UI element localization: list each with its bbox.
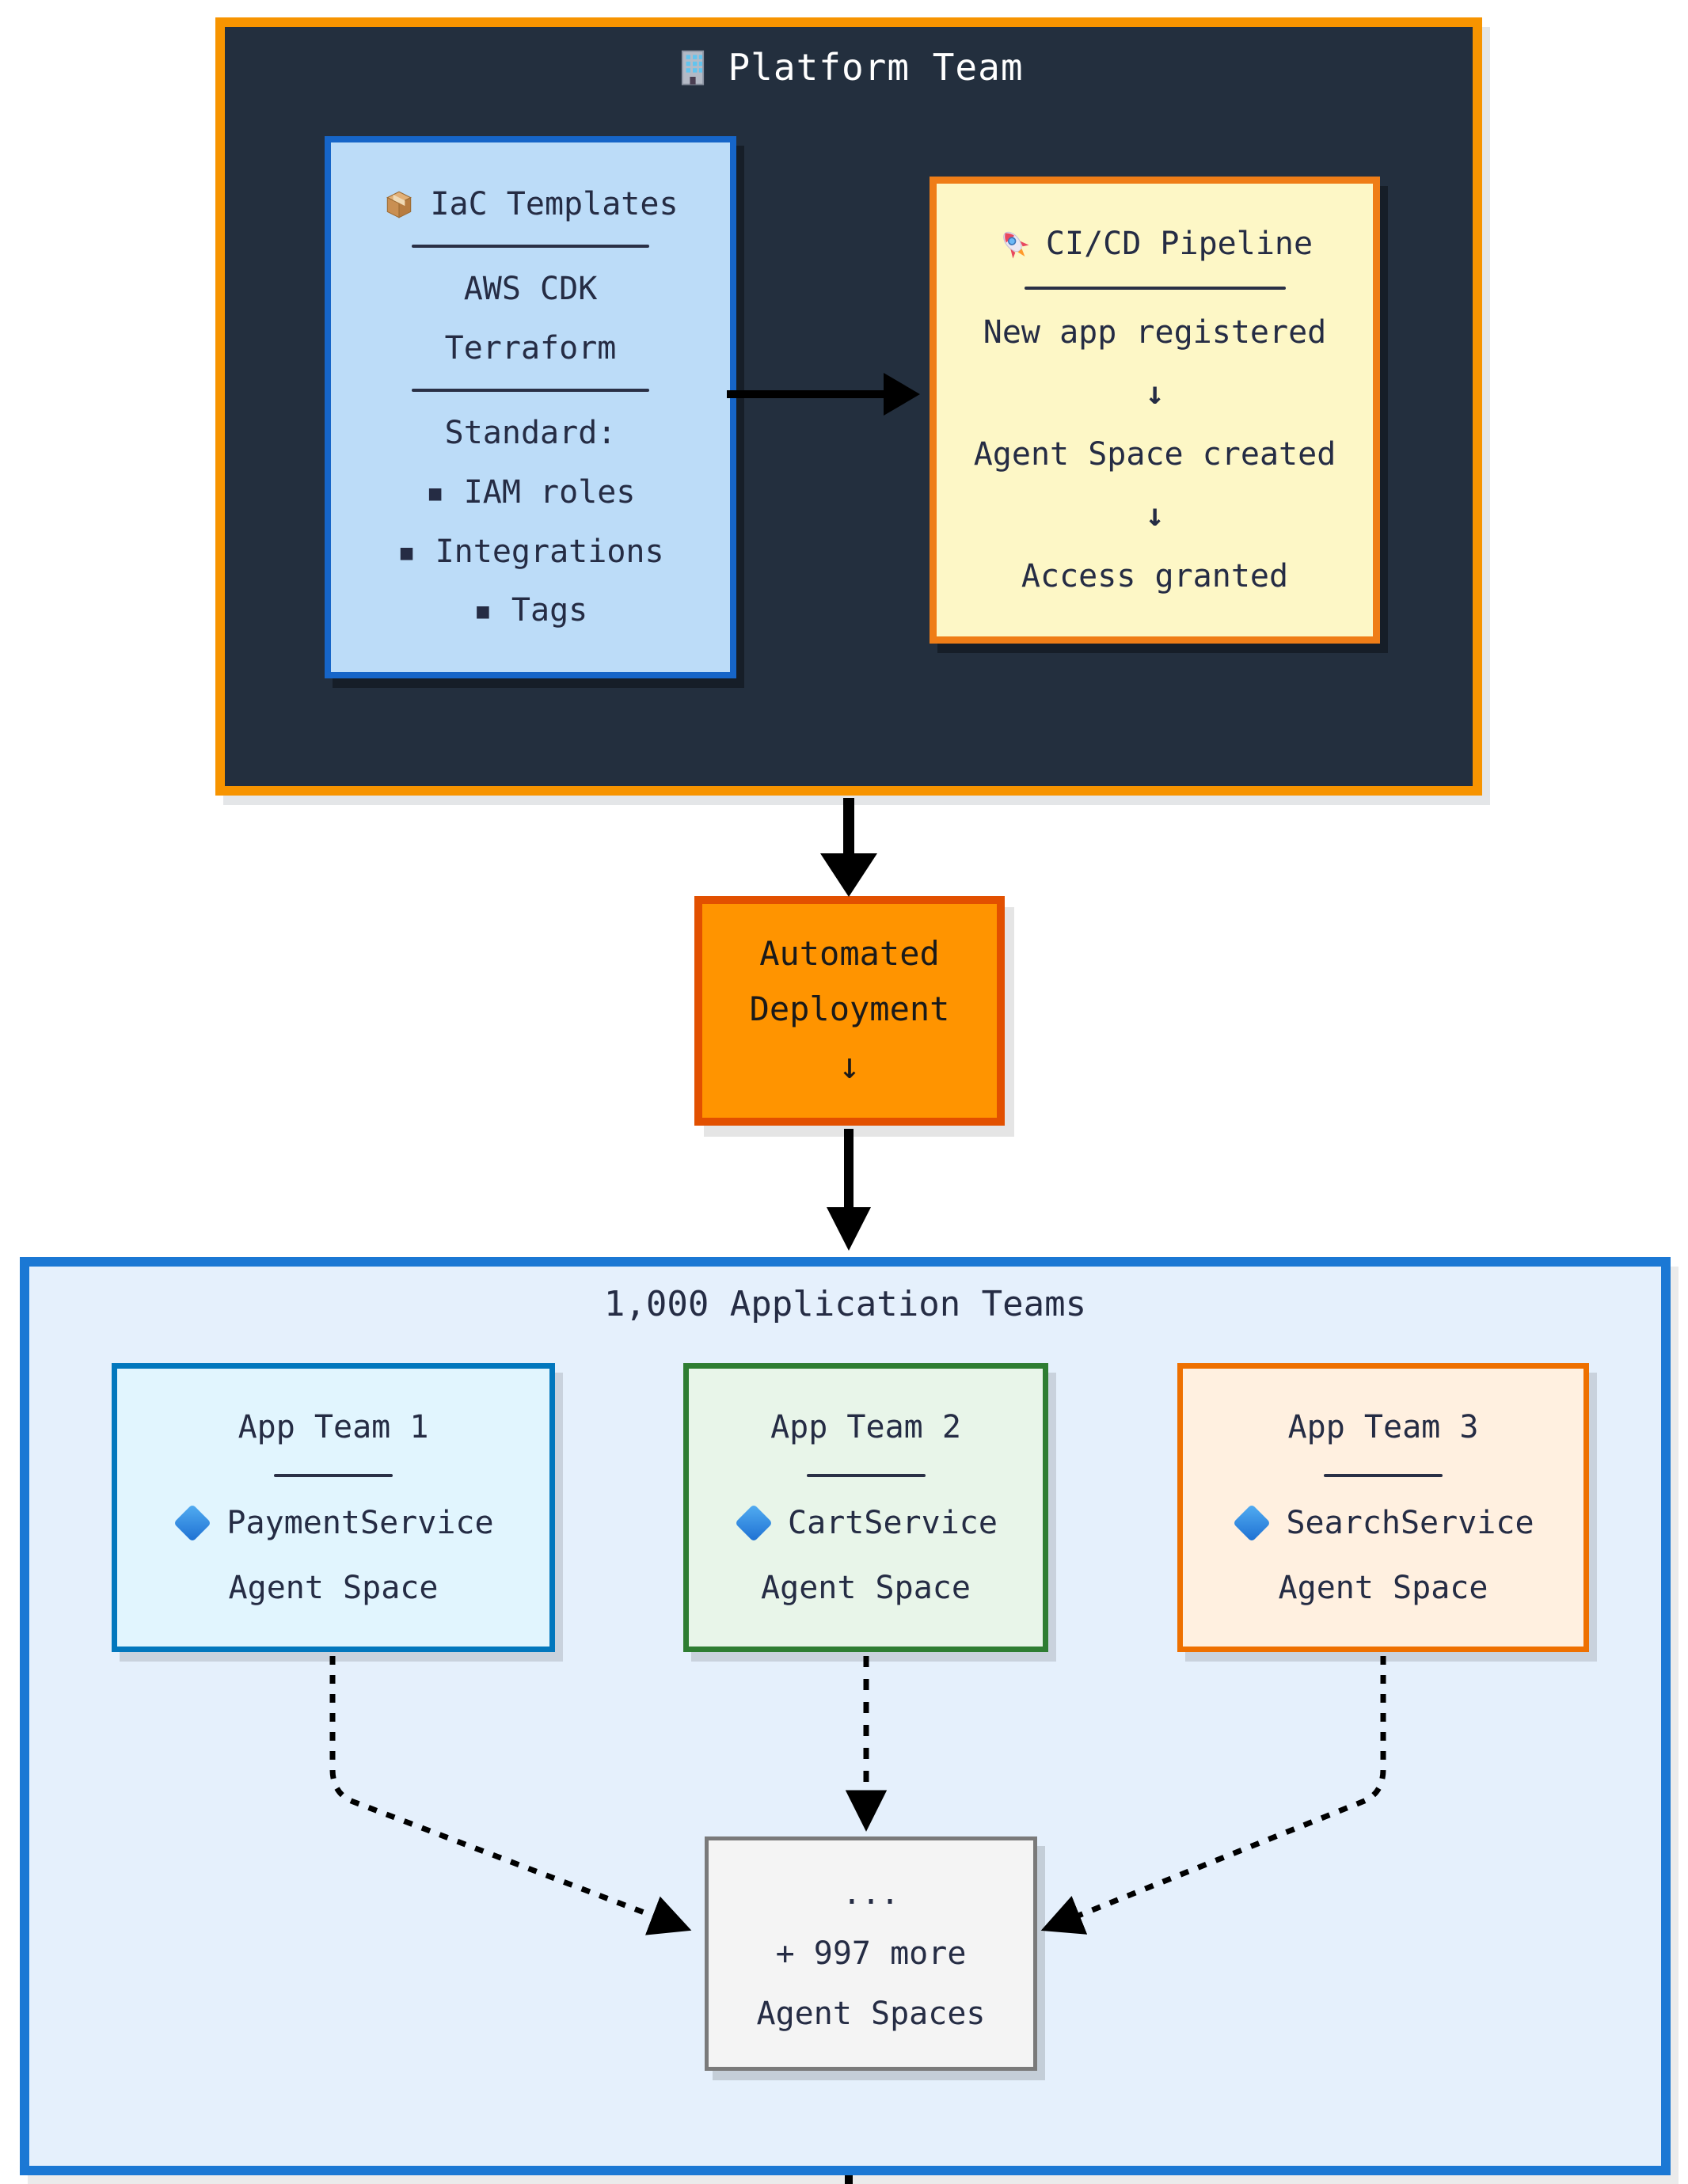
app-team-2-service-row: CartService [734, 1504, 998, 1543]
app-team-2-space: Agent Space [761, 1569, 971, 1606]
blue-diamond-icon [735, 1504, 774, 1543]
automated-deployment-box: Automated Deployment ↓ [694, 896, 1005, 1126]
down-arrow-icon: ↓ [1145, 375, 1165, 412]
app-team-1-space: Agent Space [228, 1569, 439, 1606]
more-box-label: Agent Spaces [756, 1996, 986, 2032]
app-team-1-box: App Team 1 PaymentService Agent Space [112, 1363, 555, 1652]
iac-divider-1 [412, 245, 649, 249]
app-team-1-title: App Team 1 [238, 1409, 429, 1446]
building-icon [674, 48, 712, 86]
iac-title-row: IaC Templates [382, 185, 679, 222]
blue-diamond-icon [1233, 1504, 1272, 1543]
app-team-1-divider [274, 1473, 393, 1477]
app-team-3-divider [1324, 1473, 1443, 1477]
rocket-icon [997, 226, 1032, 261]
cicd-divider [1024, 287, 1286, 290]
more-box-count: + 997 more [775, 1935, 967, 1972]
cicd-step-registered: New app registered [983, 314, 1327, 351]
down-arrow-icon: ↓ [838, 1043, 861, 1087]
application-teams-container: 1,000 Application Teams App Team 1 Payme… [20, 1257, 1671, 2175]
down-arrow-icon: ↓ [1145, 497, 1165, 534]
iac-title: IaC Templates [430, 185, 679, 222]
app-team-1-service: PaymentService [226, 1505, 494, 1542]
app-team-3-space: Agent Space [1278, 1569, 1488, 1606]
app-team-2-divider [806, 1473, 926, 1477]
platform-team-container: Platform Team IaC Templates AWS CDK Terr… [215, 17, 1482, 796]
iac-tool-terraform: Terraform [444, 329, 617, 367]
arrow-deployment-to-teams [827, 1129, 871, 1251]
iac-templates-box: IaC Templates AWS CDK Terraform Standard… [325, 136, 736, 678]
deployment-line-1: Automated [759, 934, 940, 974]
iac-divider-2 [412, 389, 649, 393]
deployment-line-2: Deployment [749, 989, 950, 1028]
package-icon [382, 188, 416, 221]
iac-standard-tags: ▪ Tags [473, 592, 588, 629]
cicd-title: CI/CD Pipeline [1045, 226, 1314, 262]
app-team-3-title: App Team 3 [1287, 1409, 1479, 1446]
application-teams-title: 1,000 Application Teams [603, 1284, 1087, 1324]
cicd-step-access-granted: Access granted [1021, 558, 1289, 594]
app-team-3-service-row: SearchService [1232, 1504, 1534, 1543]
app-team-2-title: App Team 2 [770, 1409, 961, 1446]
iac-standard-iam-roles: ▪ IAM roles [425, 473, 636, 511]
cicd-pipeline-box: CI/CD Pipeline New app registered ↓ Agen… [930, 177, 1380, 644]
cicd-title-row: CI/CD Pipeline [997, 226, 1313, 262]
app-team-2-service: CartService [788, 1505, 998, 1542]
app-team-1-service-row: PaymentService [173, 1504, 494, 1543]
arrow-platform-to-deployment [820, 798, 877, 897]
platform-team-title-row: Platform Team [225, 46, 1473, 89]
iac-tool-aws-cdk: AWS CDK [463, 271, 598, 308]
app-team-3-service: SearchService [1286, 1505, 1534, 1542]
iac-standard-integrations: ▪ Integrations [397, 533, 664, 570]
app-team-3-box: App Team 3 SearchService Agent Space [1177, 1363, 1589, 1652]
more-box-ellipsis: ... [842, 1875, 900, 1912]
blue-diamond-icon [173, 1504, 212, 1543]
iac-standard-label: Standard: [444, 415, 617, 452]
platform-team-title: Platform Team [728, 46, 1024, 89]
cicd-step-space-created: Agent Space created [973, 436, 1336, 473]
app-team-2-box: App Team 2 CartService Agent Space [683, 1363, 1048, 1652]
more-agent-spaces-box: ... + 997 more Agent Spaces [705, 1836, 1037, 2071]
